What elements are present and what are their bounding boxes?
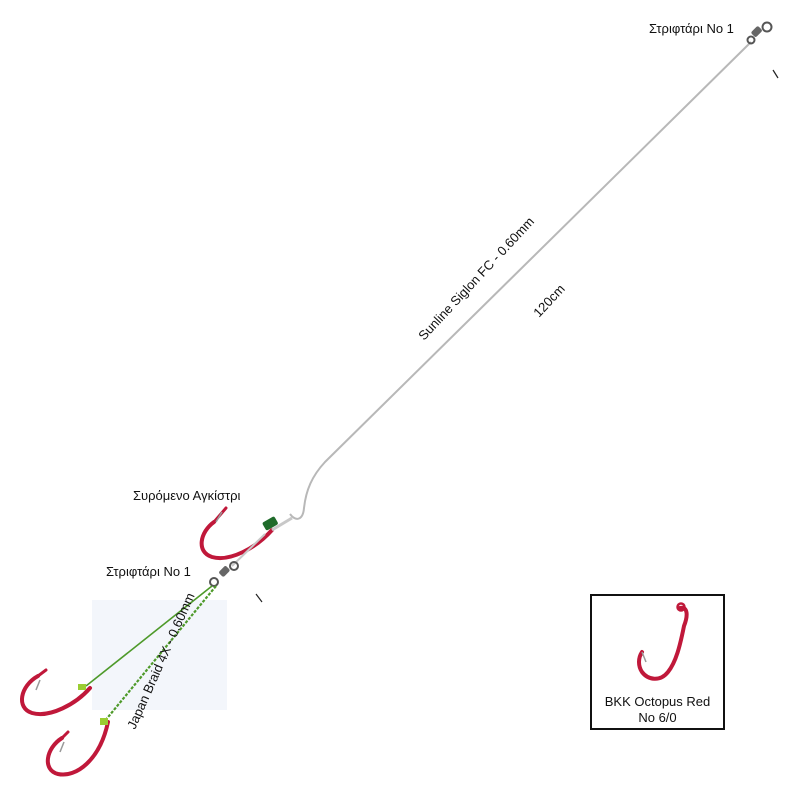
main-length-label: 120cm [530, 281, 568, 320]
lower-swivel-label: Στριφτάρι No 1 [106, 564, 191, 579]
sliding-hook-label: Συρόμενο Αγκίστρι [133, 488, 241, 503]
hook-wrap [262, 516, 278, 531]
legend-hook-icon [637, 602, 689, 681]
sliding-hook [199, 506, 293, 560]
lower-hook-left [20, 668, 92, 716]
lower-swivel [209, 561, 239, 587]
length-tick-top [772, 69, 779, 79]
braid-shadow-area [92, 600, 227, 710]
main-line [289, 41, 752, 520]
lower-hook-right [46, 718, 110, 777]
legend-line-1: BKK Octopus Red [604, 694, 711, 709]
braid-line-right [103, 585, 217, 723]
hook-connector [231, 533, 266, 567]
braid-line-left [85, 585, 213, 687]
hook-legend: BKK Octopus Red No 6/0 [590, 594, 725, 730]
top-swivel [746, 21, 773, 45]
length-tick-bottom [255, 593, 263, 603]
main-line-label: Sunline Siglon FC - 0.60mm [415, 214, 537, 343]
top-swivel-label: Στριφτάρι No 1 [649, 21, 734, 36]
legend-line-2: No 6/0 [638, 710, 677, 725]
